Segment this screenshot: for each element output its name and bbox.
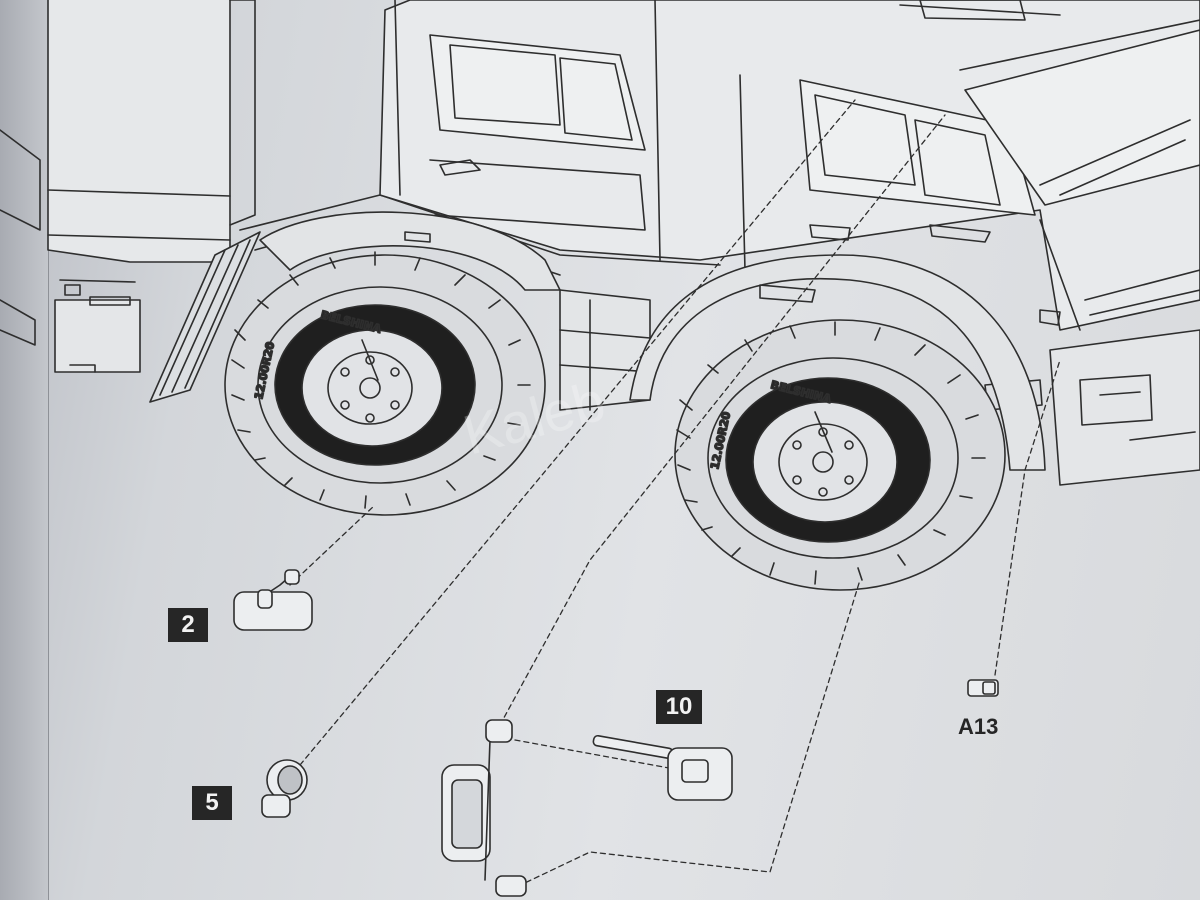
page-left-edge [0, 0, 49, 900]
rear-mudflap [149, 231, 261, 403]
leader-part-10-upper [499, 114, 946, 726]
leader-lines [289, 99, 1061, 891]
rear-wheel [224, 251, 546, 516]
callout-5: 5 [192, 786, 232, 820]
callout-10: 10 [656, 690, 702, 724]
part-10-mirror-arm-drawing [441, 719, 733, 897]
leader-part-10-lower [509, 579, 861, 891]
rear-fender [259, 211, 561, 291]
part-2-mirror-drawing [233, 569, 313, 631]
cab [379, 0, 1200, 486]
callout-2: 2 [168, 608, 208, 642]
part-5-lamp-drawing [261, 759, 308, 818]
front-fender [629, 254, 1046, 471]
label-a13: A13 [958, 714, 999, 739]
leader-part-5 [299, 99, 856, 766]
part-a13-drawing [967, 679, 999, 697]
leader-part-a13 [994, 359, 1061, 676]
leader-part-2 [289, 504, 376, 586]
front-wheel [674, 319, 1006, 591]
cargo-body [0, 0, 256, 373]
